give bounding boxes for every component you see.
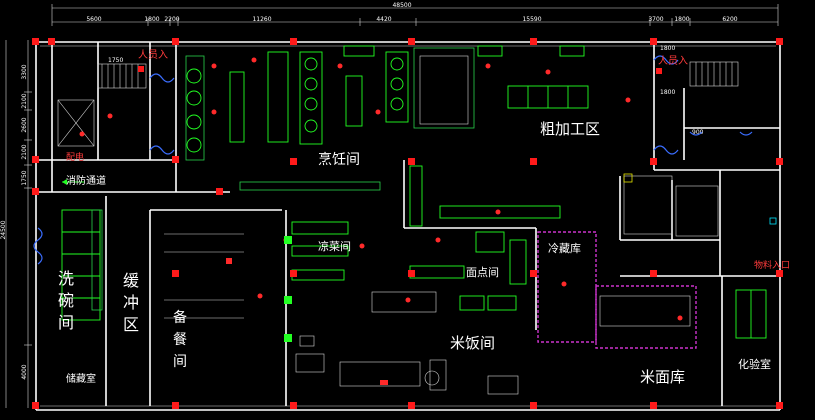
dim-left-2: 2100 xyxy=(21,93,28,108)
total-dimension: 48500 xyxy=(392,2,411,9)
room-rice: 米饭间 xyxy=(450,334,495,352)
dim-left-3: 2600 xyxy=(21,117,28,132)
room-dishwash: 洗碗间 xyxy=(58,269,74,332)
room-rice-flour-storage: 米面库 xyxy=(640,368,685,386)
dim-top-4: 11260 xyxy=(252,16,271,23)
room-pastry: 面点间 xyxy=(466,266,499,279)
kitchen-equipment xyxy=(61,45,777,395)
staircase-right: 1800 1800 900 xyxy=(660,45,739,136)
dim-top-6: 15590 xyxy=(522,16,541,23)
dim-top-1: 5600 xyxy=(86,16,101,23)
staircase-left: 1750 xyxy=(57,57,147,147)
right-dim-2: 1800 xyxy=(660,89,675,96)
room-buffer: 缓冲区 xyxy=(123,271,139,334)
label-staff-entry-left: 人员入 xyxy=(138,49,168,61)
dim-left-5: 1750 xyxy=(21,170,28,185)
dim-left-7: 4000 xyxy=(21,364,28,379)
dim-left-6: 24500 xyxy=(0,220,7,239)
left-dimension-line: 3300 2100 2600 2100 1750 24500 4000 xyxy=(0,40,32,408)
label-material-entry: 物料入口 xyxy=(754,259,790,271)
room-storage: 储藏室 xyxy=(66,372,96,385)
dim-top-9: 6200 xyxy=(722,16,737,23)
dim-top-7: 3700 xyxy=(648,16,663,23)
structural-columns xyxy=(32,38,783,409)
dim-left-4: 2100 xyxy=(21,144,28,159)
dim-left-1: 3300 xyxy=(21,64,28,79)
room-lab: 化验室 xyxy=(738,357,771,371)
room-kitchen: 烹饪间 xyxy=(318,151,360,168)
room-prep: 备餐间 xyxy=(173,309,187,370)
label-staff-entry-right: 人员入 xyxy=(658,55,688,67)
right-dim-3: 900 xyxy=(692,129,704,136)
label-distribution: 配电 xyxy=(66,151,84,163)
cold-storage-partition xyxy=(537,231,697,349)
sinks xyxy=(284,236,292,342)
stair-dim: 1750 xyxy=(108,57,123,64)
top-dimension-line: 48500 5600 1800 2200 11260 4420 15590 37… xyxy=(51,2,779,26)
label-fire-passage: 消防通道 xyxy=(66,174,106,187)
dim-top-3: 2200 xyxy=(164,16,179,23)
dim-top-8: 1800 xyxy=(674,16,689,23)
room-rough-processing: 粗加工区 xyxy=(540,120,600,138)
dim-top-5: 4420 xyxy=(376,16,391,23)
fire-passage-arrows xyxy=(62,179,84,185)
dim-top-2: 1800 xyxy=(144,16,159,23)
right-dim-1: 1800 xyxy=(660,45,675,52)
room-cold-dish: 凉菜间 xyxy=(318,239,351,253)
doors xyxy=(33,55,753,265)
room-cold-storage: 冷藏库 xyxy=(548,242,581,255)
equipment-tags xyxy=(79,57,683,385)
